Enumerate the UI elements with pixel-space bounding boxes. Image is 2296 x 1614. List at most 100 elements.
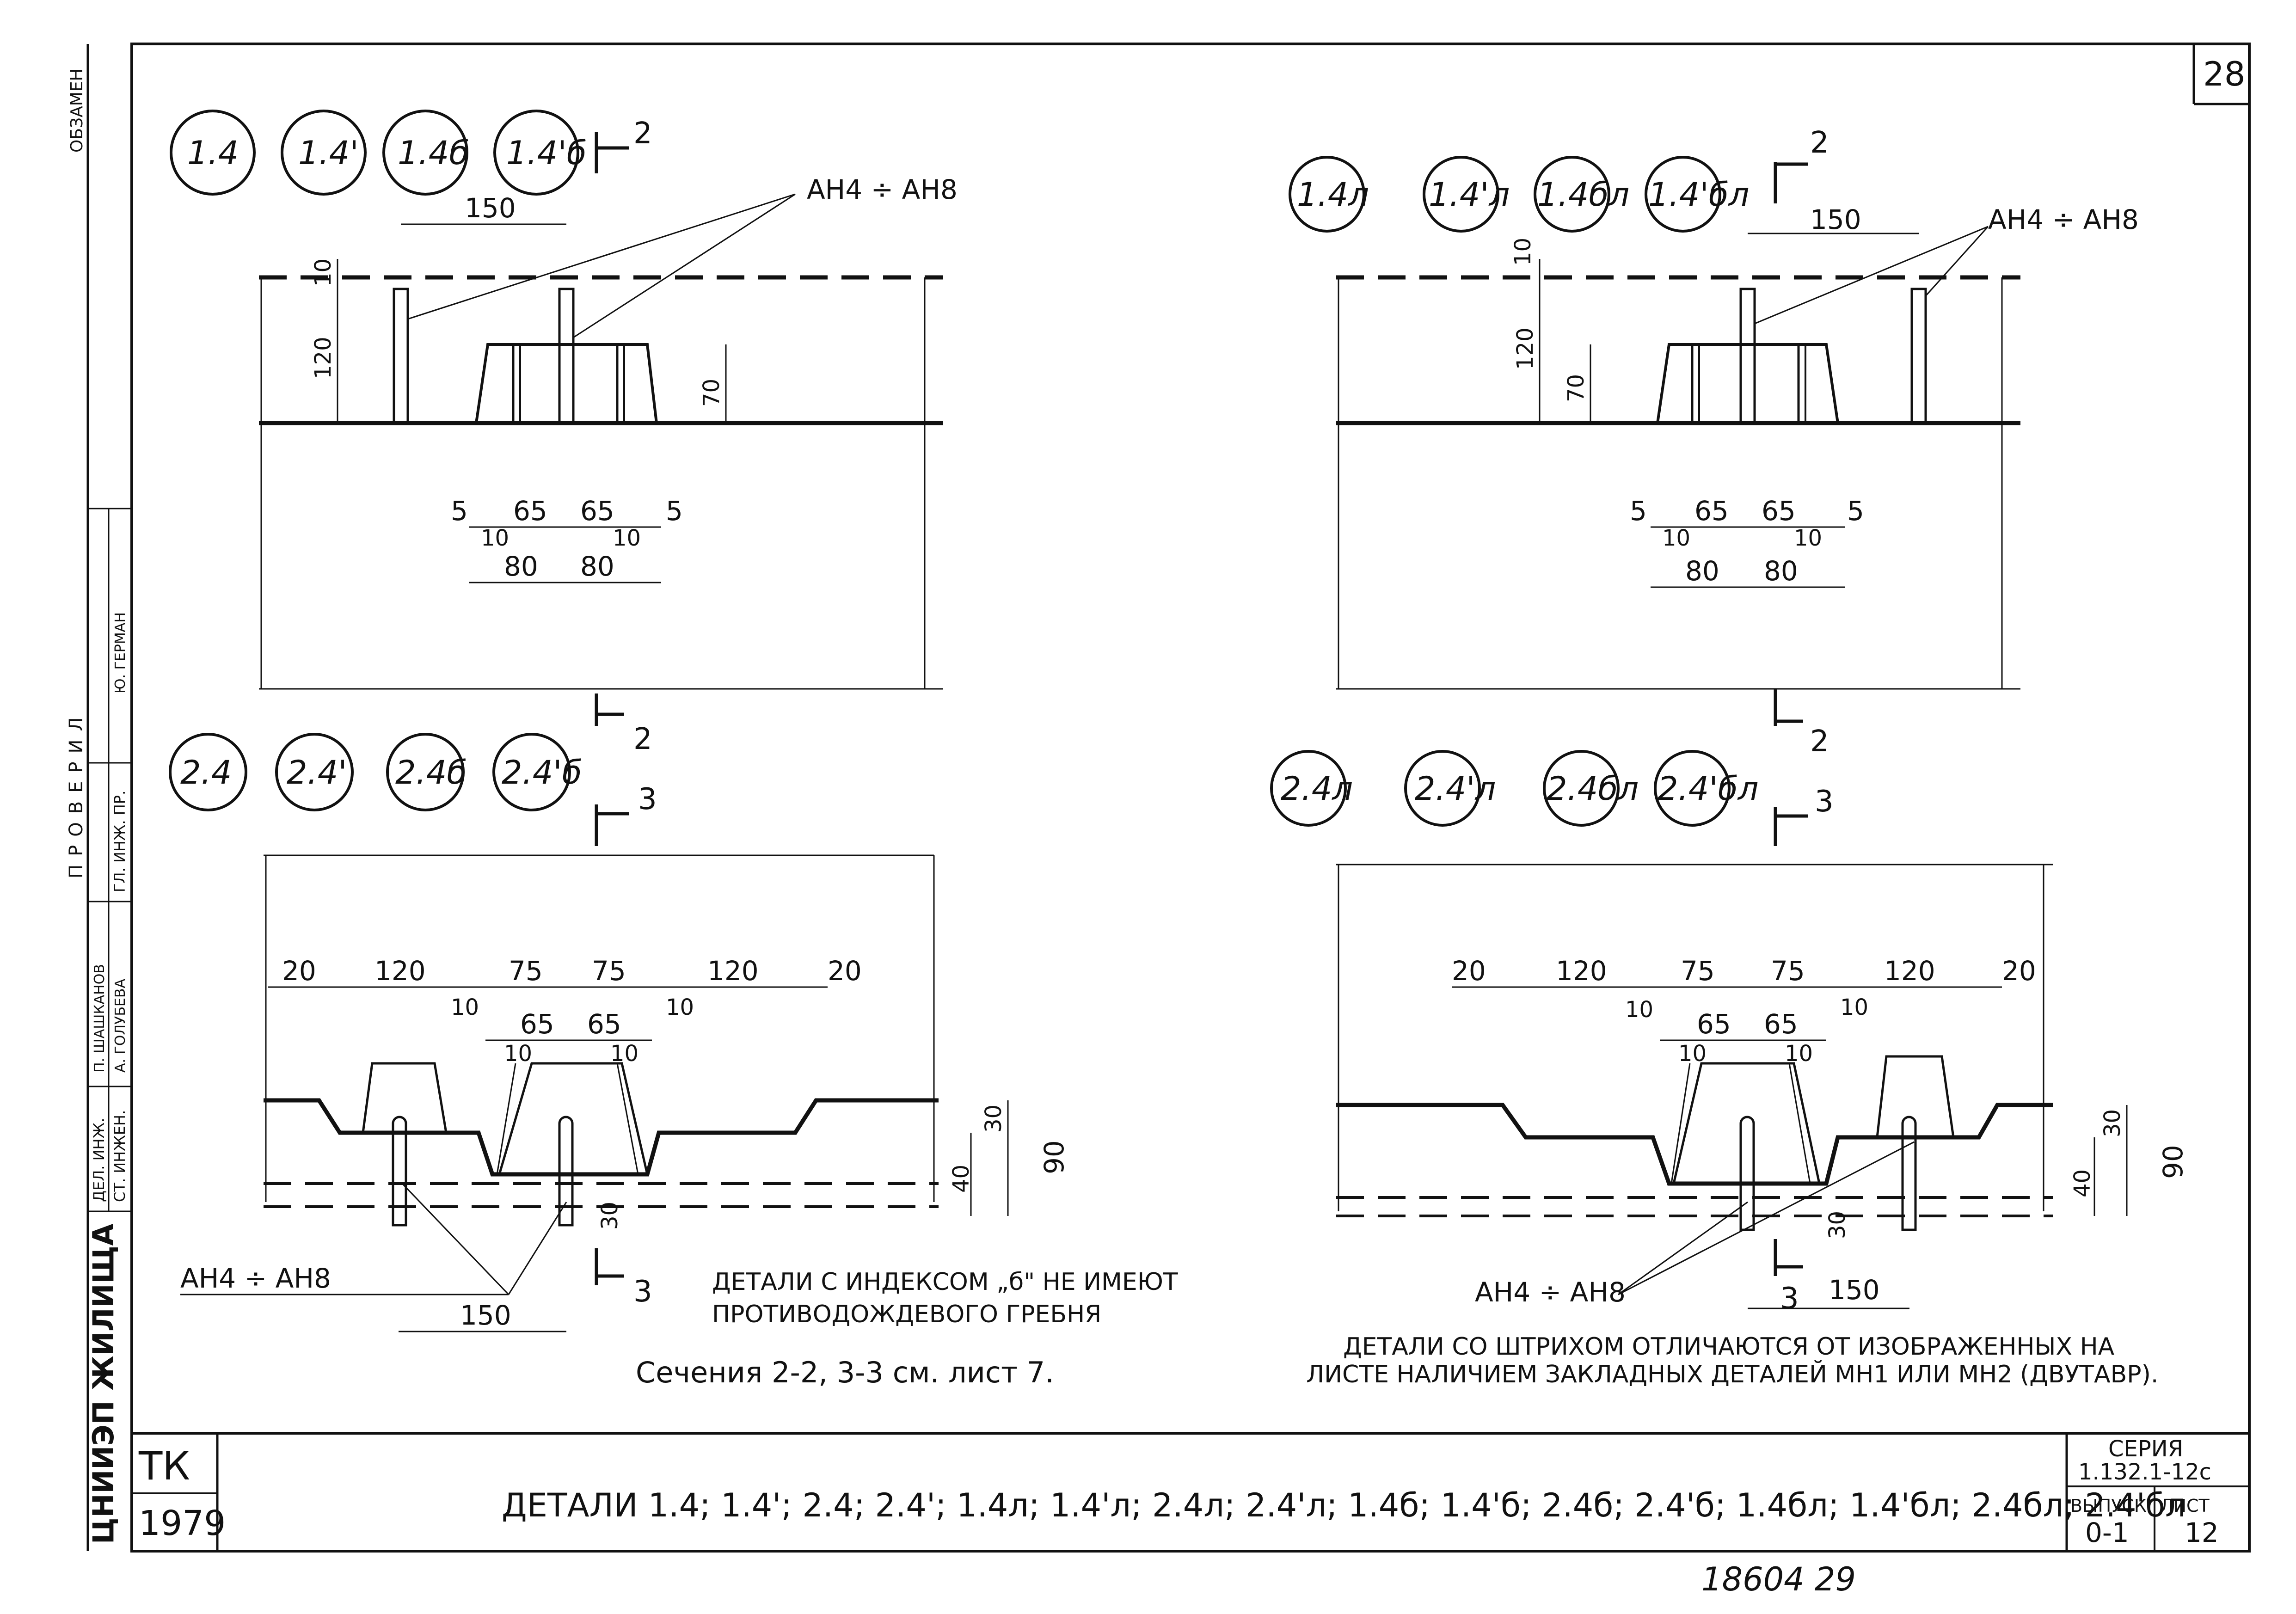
dim-10-top-right: 10 [1510, 238, 1536, 266]
dim-65a-bottom-right: 65 [1697, 1008, 1731, 1040]
section-mark-3-bottom-right: 3 [1815, 785, 1834, 819]
issue-value: 0-1 [2085, 1517, 2129, 1548]
dim-90-bottom-left: 90 [1038, 1140, 1070, 1174]
dim-90-bottom-right: 90 [2157, 1145, 2189, 1179]
dim-10b-top-left: 10 [613, 525, 641, 551]
note-b-line-1: ДЕТАЛИ С ИНДЕКСОМ „б" НЕ ИМЕЮТ [712, 1268, 1178, 1296]
dim-75b-bottom-right: 75 [1771, 955, 1805, 987]
label-2-4pb: 2.4'б [502, 754, 582, 792]
label-1-4bl: 1.4бл [1537, 176, 1629, 214]
note-stroke-line-1: ДЕТАЛИ СО ШТРИХОМ ОТЛИЧАЮТСЯ ОТ ИЗОБРАЖЕ… [1343, 1333, 2115, 1361]
dim-20a-bottom-left: 20 [282, 955, 316, 987]
dim-65b-bottom-left: 65 [587, 1008, 621, 1040]
notes: ДЕТАЛИ С ИНДЕКСОМ „б" НЕ ИМЕЮТ ПРОТИВОДО… [636, 1268, 2158, 1389]
dim-80a-top-right: 80 [1685, 555, 1719, 587]
detail-bottom-left: 2.4 2.4' 2.4б 2.4'б 3 20 120 75 75 120 2… [169, 733, 1070, 1332]
dim-120a-bottom-right: 120 [1556, 955, 1607, 987]
dim-10b-bottom-left: 10 [666, 994, 694, 1020]
dim-10a-top-right: 10 [1662, 525, 1690, 551]
sheet-value: 12 [2185, 1517, 2219, 1548]
dim-65b-top-right: 65 [1762, 495, 1796, 527]
section-mark-2-top-right: 2 [1810, 126, 1829, 160]
dim-10b-top-right: 10 [1794, 525, 1822, 551]
dim-150-bottom-right: 150 [1829, 1274, 1880, 1306]
label-2-4pl: 2.4'л [1415, 770, 1496, 808]
side-stamp-name-1: П. ШАШКАНОВ [92, 964, 108, 1073]
dim-65a-top-left: 65 [513, 495, 547, 527]
sections-reference: Сечения 2-2, 3-3 см. лист 7. [636, 1356, 1054, 1389]
dim-10c-bottom-left: 10 [504, 1041, 532, 1067]
dim-30-bottom-left: 30 [981, 1105, 1007, 1133]
dim-20b-bottom-left: 20 [828, 955, 862, 987]
dim-75b-bottom-left: 75 [592, 955, 626, 987]
dim-5a-top-left: 5 [451, 495, 468, 527]
series-value: 1.132.1-12с [2078, 1459, 2211, 1485]
section-mark-3-cut-bottom-left: 3 [633, 1275, 652, 1309]
year: 1979 [139, 1504, 226, 1543]
sheet-frame [86, 43, 2251, 1553]
dim-120b-bottom-left: 120 [707, 955, 759, 987]
section-mark-2-cut-top-left: 2 [633, 722, 652, 756]
dim-40-bottom-left: 40 [948, 1165, 974, 1193]
dim-5b-top-right: 5 [1847, 495, 1864, 527]
side-stamp-role-3: ГЛ. ИНЖ. ПР. [111, 791, 129, 892]
side-stamp-name-3: Ю. ГЕРМАН [112, 612, 129, 693]
dim-65b-top-left: 65 [580, 495, 614, 527]
dim-75a-bottom-left: 75 [509, 955, 543, 987]
side-stamp-check: ПРОВЕРИЛ [66, 709, 87, 878]
label-2-4bl: 2.4бл [1547, 770, 1639, 808]
label-1-4l: 1.4л [1297, 176, 1369, 214]
rebar-bottom-left: АН4 ÷ АН8 [180, 1263, 331, 1294]
dim-150-top-right: 150 [1810, 204, 1861, 235]
title-block: ТК 1979 ДЕТАЛИ 1.4; 1.4'; 2.4; 2.4'; 1.4… [138, 1436, 2219, 1548]
dim-20b-bottom-right: 20 [2002, 955, 2036, 987]
tk-code: ТК [138, 1443, 190, 1489]
label-2-4b: 2.4б [395, 754, 467, 792]
label-1-4pb: 1.4'б [506, 134, 587, 172]
side-stamp-role-1: ДЕЛ. ИНЖ. [90, 1118, 108, 1202]
label-1-4pbl: 1.4'бл [1648, 176, 1749, 214]
dim-75a-bottom-right: 75 [1681, 955, 1715, 987]
label-2-4l: 2.4л [1281, 770, 1353, 808]
archive-number: 18604 29 [1701, 1560, 1856, 1598]
label-2-4: 2.4 [180, 754, 232, 792]
dim-80b-top-left: 80 [580, 551, 614, 582]
dim-40-bottom-right: 40 [2069, 1169, 2095, 1197]
detail-top-left: 1.4 1.4' 1.4б 1.4'б 2 150 10 120 70 5 65 [170, 110, 958, 756]
dim-10a-top-left: 10 [481, 525, 509, 551]
dim-10a-bottom-right: 10 [1625, 997, 1653, 1023]
dim-70-top-left: 70 [699, 379, 724, 407]
dim-10c-bottom-right: 10 [1678, 1041, 1707, 1067]
sheet-title: ДЕТАЛИ 1.4; 1.4'; 2.4; 2.4'; 1.4л; 1.4'л… [502, 1486, 2186, 1524]
side-stamp-name-2: А. ГОЛУБЕВА [112, 979, 129, 1073]
dim-150-bottom-left: 150 [460, 1300, 511, 1331]
dim-10-top-left: 10 [310, 258, 336, 287]
dim-70-top-right: 70 [1563, 374, 1589, 402]
label-1-4: 1.4 [187, 134, 239, 172]
dim-10d-bottom-left: 10 [610, 1041, 638, 1067]
side-stamp: ЦНИИЭП ЖИЛИЩА ОБЗАМЕН ПРОВЕРИЛ ДЕЛ. ИНЖ.… [66, 68, 129, 1544]
rebar-bottom-right: АН4 ÷ АН8 [1475, 1276, 1626, 1308]
dim-30b-bottom-left: 30 [597, 1202, 623, 1230]
dim-65b-bottom-right: 65 [1764, 1008, 1798, 1040]
dim-120-top-right: 120 [1512, 327, 1538, 370]
section-mark-2-top-left: 2 [633, 117, 652, 151]
note-b-line-2: ПРОТИВОДОЖДЕВОГО ГРЕБНЯ [712, 1301, 1101, 1328]
side-stamp-exam: ОБЗАМЕН [68, 68, 86, 153]
dim-150-top-left: 150 [465, 192, 516, 224]
rebar-top-left: АН4 ÷ АН8 [807, 174, 958, 205]
dim-30-bottom-right: 30 [2100, 1109, 2125, 1137]
label-2-4p: 2.4' [287, 754, 347, 792]
dim-10d-bottom-right: 10 [1785, 1041, 1813, 1067]
dim-30b-bottom-right: 30 [1824, 1211, 1850, 1239]
side-stamp-role-2: СТ. ИНЖЕН. [111, 1110, 129, 1202]
dim-20a-bottom-right: 20 [1452, 955, 1486, 987]
issue-label: ВЫПУСК [2070, 1496, 2147, 1516]
dim-120b-bottom-right: 120 [1884, 955, 1935, 987]
dim-65a-bottom-left: 65 [520, 1008, 554, 1040]
dim-10a-bottom-left: 10 [451, 994, 479, 1020]
dim-5a-top-right: 5 [1630, 495, 1647, 527]
rebar-top-right: АН4 ÷ АН8 [1988, 204, 2139, 235]
side-stamp-org: ЦНИИЭП ЖИЛИЩА [86, 1223, 120, 1544]
